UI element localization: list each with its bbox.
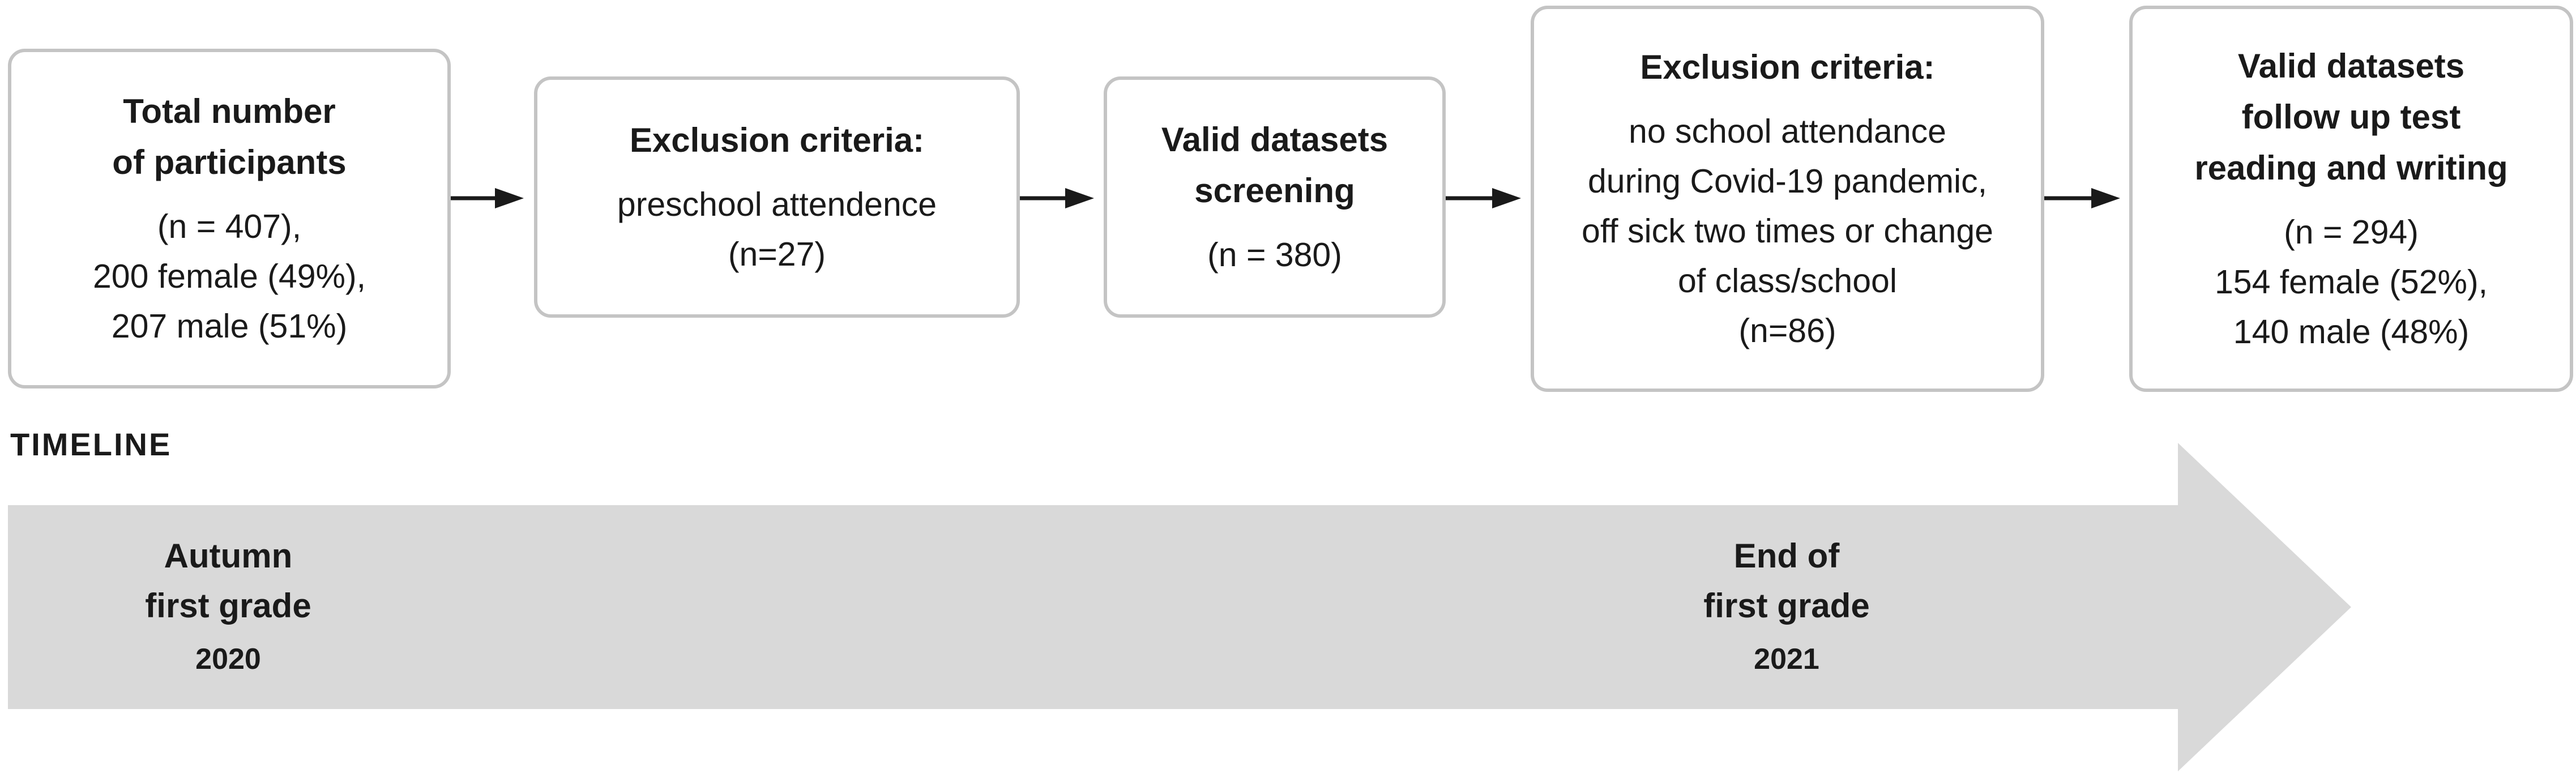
total-participants-box: Total number of participants (n = 407), … bbox=[8, 49, 451, 388]
box-title: Valid datasets screening bbox=[1161, 121, 1389, 210]
timeline-year: 2021 bbox=[1754, 643, 1819, 676]
timeline-label: TIMELINE bbox=[10, 426, 172, 462]
timeline-arrow-shape bbox=[8, 443, 2351, 771]
arrow-head bbox=[1492, 188, 1521, 208]
box-title: Exclusion criteria: bbox=[1640, 48, 1935, 86]
exclusion-covid-box: Exclusion criteria: no school attendance… bbox=[1531, 6, 2044, 392]
box-body: no school attendance during Covid-19 pan… bbox=[1582, 113, 1993, 349]
box-body: preschool attendence (n=27) bbox=[617, 186, 937, 273]
valid-screening-box: Valid datasets screening (n = 380) bbox=[1104, 76, 1446, 318]
box-title: Exclusion criteria: bbox=[629, 121, 925, 159]
box-title: Total number of participants bbox=[112, 92, 347, 181]
flow-connectors bbox=[451, 188, 2120, 208]
timeline-point-autumn-2020: Autumn first grade 2020 bbox=[145, 531, 311, 684]
box-body: (n = 294) 154 female (52%), 140 male (48… bbox=[2214, 214, 2488, 351]
timeline-year: 2020 bbox=[195, 643, 261, 676]
arrow-head bbox=[1065, 188, 1094, 208]
box-body: (n = 380) bbox=[1207, 236, 1342, 274]
box-title: Valid datasets follow up test reading an… bbox=[2194, 47, 2508, 187]
box-body: (n = 407), 200 female (49%), 207 male (5… bbox=[92, 208, 366, 345]
valid-follow-up-box: Valid datasets follow up test reading an… bbox=[2129, 6, 2573, 392]
arrow-head bbox=[2091, 188, 2120, 208]
timeline-point-end-2021: End of first grade 2021 bbox=[1703, 531, 1869, 684]
arrow-head bbox=[495, 188, 524, 208]
exclusion-preschool-box: Exclusion criteria: preschool attendence… bbox=[534, 76, 1020, 318]
